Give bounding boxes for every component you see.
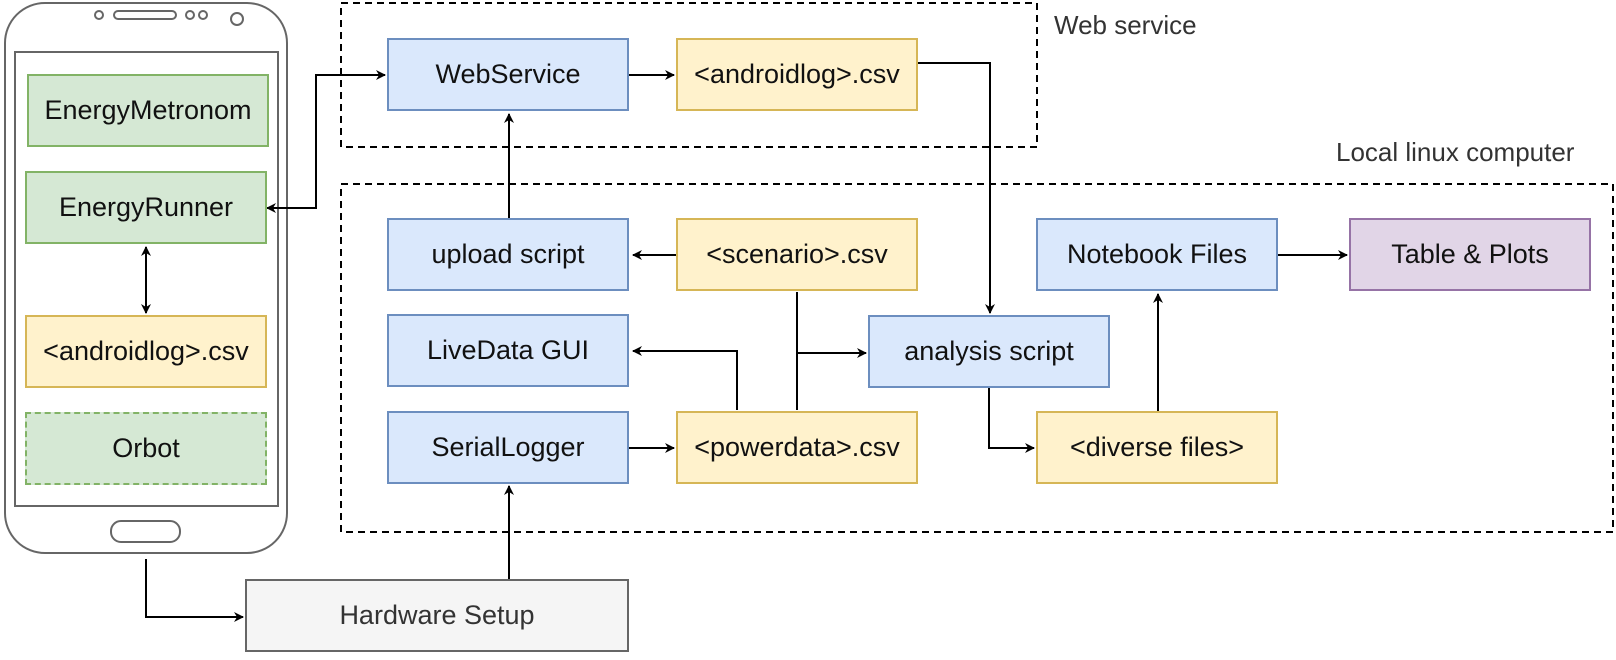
diverse-files-node[interactable]: <diverse files>: [1036, 411, 1278, 484]
phone-camera-icon: [230, 12, 244, 26]
connector-androidlog-analysis: [918, 62, 995, 314]
connector-powerdata-livedata: [632, 346, 738, 410]
connector-analysis-diverse: [988, 388, 1035, 453]
androidlog-csv-node[interactable]: <androidlog>.csv: [676, 38, 918, 111]
hardware-setup-node[interactable]: Hardware Setup: [245, 579, 629, 652]
notebook-files-node[interactable]: Notebook Files: [1036, 218, 1278, 291]
local-computer-group-border: [340, 183, 1614, 533]
seriallogger-node[interactable]: SerialLogger: [387, 411, 629, 484]
phone-sensor-icon: [94, 10, 104, 20]
phone-speaker-icon: [113, 10, 177, 20]
phone-androidlog-file[interactable]: <androidlog>.csv: [25, 315, 267, 388]
analysis-script-node[interactable]: analysis script: [868, 315, 1110, 388]
table-plots-node[interactable]: Table & Plots: [1349, 218, 1591, 291]
energy-metronom-app[interactable]: EnergyMetronom: [27, 74, 269, 147]
phone-sensor-icon: [198, 10, 208, 20]
webservice-node[interactable]: WebService: [387, 38, 629, 111]
energy-runner-app[interactable]: EnergyRunner: [25, 171, 267, 244]
connector-phone-hardware: [145, 559, 244, 622]
livedata-gui-node[interactable]: LiveData GUI: [387, 314, 629, 387]
web-service-group-label: Web service: [1054, 10, 1197, 40]
orbot-app[interactable]: Orbot: [25, 412, 267, 485]
local-computer-group-label: Local linux computer: [1336, 137, 1575, 167]
phone-sensor-icon: [185, 10, 195, 20]
upload-script-node[interactable]: upload script: [387, 218, 629, 291]
powerdata-csv-node[interactable]: <powerdata>.csv: [676, 411, 918, 484]
phone-home-button-icon[interactable]: [110, 520, 181, 543]
connector-energyrunner-webservice: [266, 70, 386, 213]
scenario-csv-node[interactable]: <scenario>.csv: [676, 218, 918, 291]
